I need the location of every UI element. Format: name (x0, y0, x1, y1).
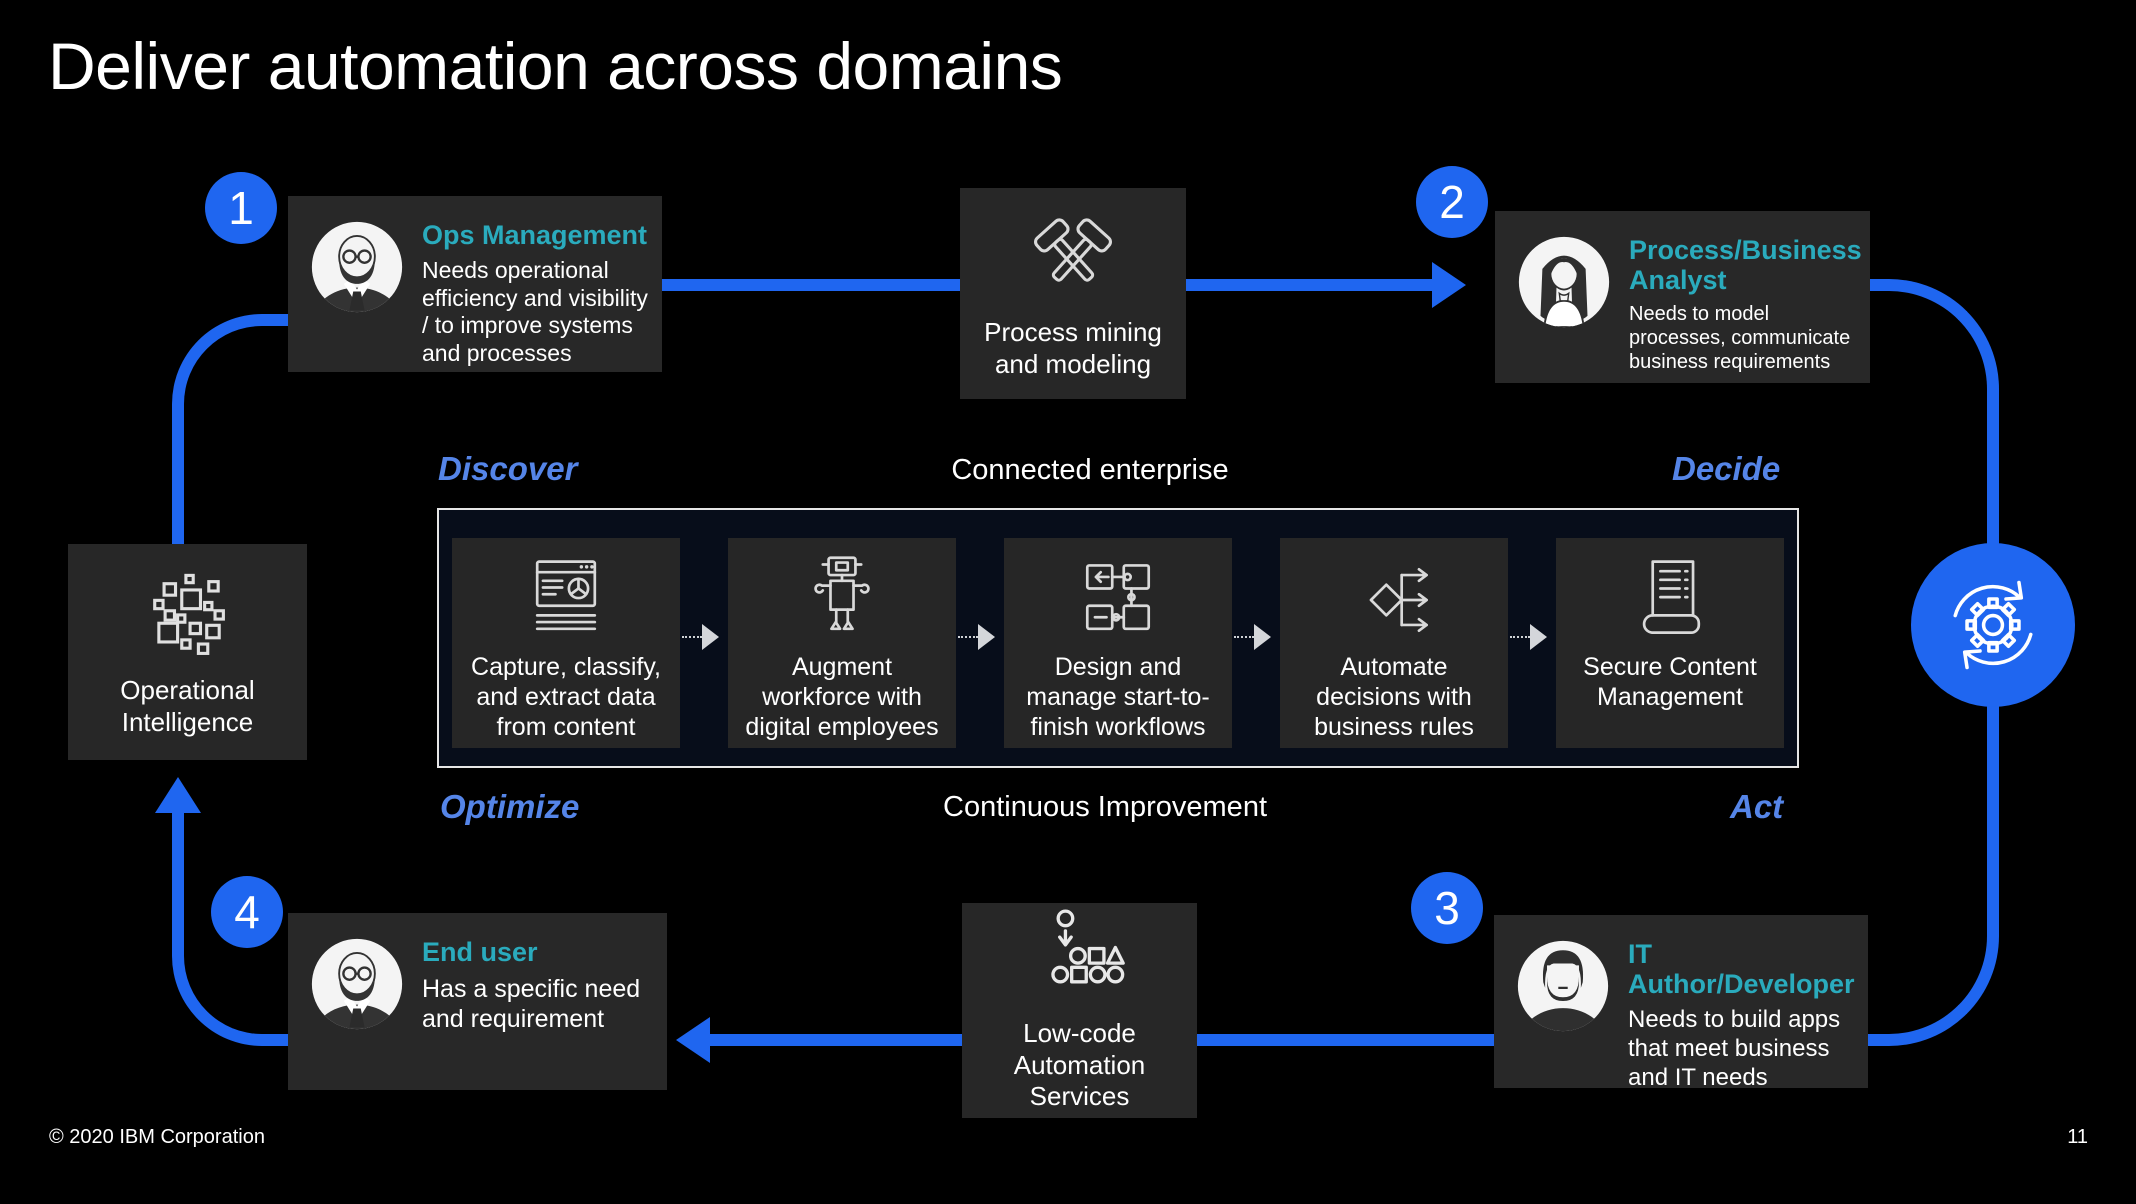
man-glasses-beard-avatar-icon (310, 220, 404, 314)
gear-sync-icon (1953, 580, 2033, 670)
dashed-arrow-right-icon (958, 624, 995, 650)
persona-text: Process/Business Analyst Needs to model … (1629, 235, 1862, 374)
flow-arc-top-left (172, 314, 288, 544)
decision-branch-icon (1342, 552, 1446, 648)
flow-arrowhead-left-icon (676, 1017, 710, 1063)
pipeline-step-secure-content: Secure Content Management (1556, 538, 1784, 748)
persona-title: Process/Business Analyst (1629, 235, 1862, 296)
man-hair-beard-avatar-icon (1516, 939, 1610, 1033)
scroll-document-icon (1618, 552, 1722, 648)
page-title: Deliver automation across domains (48, 29, 1063, 103)
badge-number: 2 (1439, 176, 1465, 228)
step-number-badge-2: 2 (1416, 166, 1488, 238)
badge-number: 4 (234, 886, 260, 938)
pipeline-step-augment-workforce: Augment workforce with digital employees (728, 538, 956, 748)
node-process-mining: Process mining and modeling (960, 188, 1186, 399)
badge-number: 3 (1434, 882, 1460, 934)
page-number: 11 (2067, 1126, 2088, 1148)
node-label: Process mining and modeling (984, 316, 1162, 379)
pipeline-step-automate-decisions: Automate decisions with business rules (1280, 538, 1508, 748)
flow-arrowhead-right-icon (1432, 262, 1466, 308)
persona-text: End user Has a specific need and require… (422, 937, 653, 1034)
persona-description: Needs to build apps that meet business a… (1628, 1006, 1841, 1092)
copyright-text: © 2020 IBM Corporation (49, 1126, 265, 1148)
persona-title: End user (422, 937, 538, 967)
pipeline-step-label: Secure Content Management (1583, 653, 1757, 711)
step-number-badge-3: 3 (1411, 872, 1483, 944)
automation-hub-circle (1911, 543, 2075, 707)
dashed-arrow-right-icon (682, 624, 719, 650)
scattered-squares-icon (128, 565, 248, 669)
node-label: Operational Intelligence (120, 675, 255, 737)
persona-description: Has a specific need and requirement (422, 975, 641, 1034)
pipeline-step-label: Augment workforce with digital employees (745, 653, 939, 741)
man-glasses-beard-avatar-icon (310, 937, 404, 1031)
woman-long-hair-avatar-icon (1517, 235, 1611, 329)
node-label: Low-code Automation Services (1013, 1017, 1146, 1112)
persona-description: Needs to model processes, communicate bu… (1629, 303, 1851, 374)
browser-data-icon (514, 552, 618, 648)
shapes-assembly-icon (1020, 908, 1140, 1012)
step-number-badge-1: 1 (205, 172, 277, 244)
badge-number: 1 (228, 182, 254, 234)
dashed-arrow-right-icon (1234, 624, 1271, 650)
persona-title: IT Author/Developer (1628, 939, 1855, 1000)
pipeline-step-design-workflows: Design and manage start-to-finish workfl… (1004, 538, 1232, 748)
phase-label-continuous-improvement: Continuous Improvement (943, 791, 1267, 823)
persona-card-ops-management: Ops Management Needs operational efficie… (288, 196, 662, 372)
phase-label-optimize: Optimize (440, 788, 580, 825)
pipeline-step-capture-classify: Capture, classify, and extract data from… (452, 538, 680, 748)
node-low-code-automation: Low-code Automation Services (962, 903, 1197, 1118)
persona-title: Ops Management (422, 220, 648, 250)
workflow-icon (1066, 552, 1170, 648)
persona-text: IT Author/Developer Needs to build apps … (1628, 939, 1855, 1093)
persona-text: Ops Management Needs operational efficie… (422, 220, 648, 368)
capability-pipeline-band: Capture, classify, and extract data from… (437, 508, 1799, 768)
persona-card-process-business-analyst: Process/Business Analyst Needs to model … (1495, 211, 1870, 383)
phase-label-decide: Decide (1672, 450, 1781, 487)
pipeline-step-label: Design and manage start-to-finish workfl… (1026, 653, 1210, 741)
flow-arrowhead-up-icon (155, 777, 201, 813)
persona-description: Needs operational efficiency and visibil… (422, 257, 648, 367)
node-operational-intelligence: Operational Intelligence (68, 544, 307, 760)
persona-card-it-author-developer: IT Author/Developer Needs to build apps … (1494, 915, 1868, 1091)
crossed-hammers-icon (1013, 207, 1133, 311)
dashed-arrow-right-icon (1510, 624, 1547, 650)
phase-label-act: Act (1730, 788, 1784, 825)
pipeline-step-label: Capture, classify, and extract data from… (471, 653, 661, 741)
pipeline-step-label: Automate decisions with business rules (1314, 653, 1474, 741)
phase-label-discover: Discover (438, 450, 578, 487)
persona-card-end-user: End user Has a specific need and require… (288, 913, 667, 1090)
robot-icon (790, 552, 894, 648)
step-number-badge-4: 4 (211, 876, 283, 948)
phase-label-connected-enterprise: Connected enterprise (951, 454, 1229, 486)
